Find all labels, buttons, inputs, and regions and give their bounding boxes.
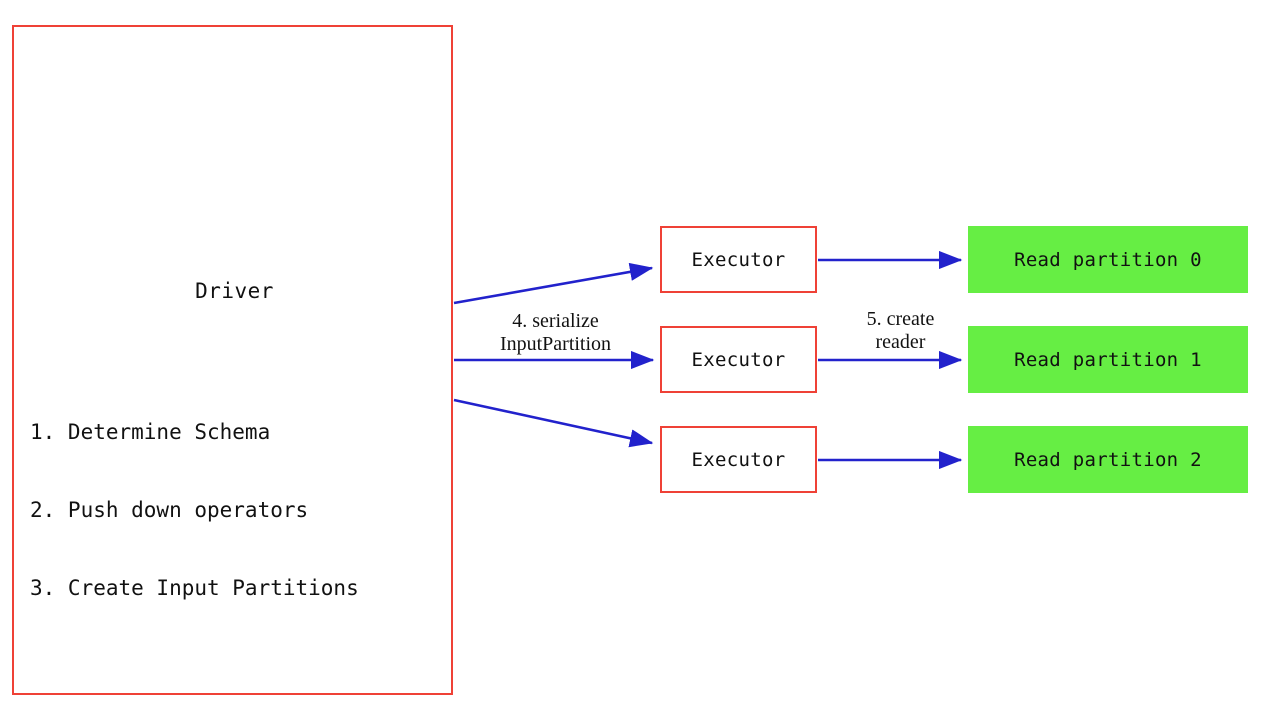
edge-label-serialize-line-1: 4. serialize [512,310,599,332]
read-partition-label-0: Read partition 0 [1014,248,1202,271]
driver-step-1: 1. Determine Schema [30,420,271,444]
arrow-driver-to-executor-1 [453,262,654,305]
driver-step-3: 3. Create Input Partitions [30,576,359,600]
edge-label-serialize-line-2: InputPartition [499,333,612,355]
arrow-driver-to-executor-3 [453,398,654,448]
edge-label-create-reader-line-1: 5. create [866,308,935,330]
read-partition-box-1: Read partition 1 [968,326,1248,393]
read-partition-box-0: Read partition 0 [968,226,1248,293]
driver-steps-list: 1. Determine Schema 2. Push down operato… [30,367,450,653]
driver-step-2: 2. Push down operators [30,498,309,522]
read-partition-box-2: Read partition 2 [968,426,1248,493]
executor-box-1: Executor [660,226,817,293]
read-partition-label-2: Read partition 2 [1014,448,1202,471]
executor-box-2: Executor [660,326,817,393]
driver-box: Driver 1. Determine Schema 2. Push down … [12,25,453,695]
driver-title: Driver [195,279,274,303]
edge-label-create-reader-line-2: reader [875,331,926,353]
executor-label-2: Executor [691,348,786,371]
executor-label-3: Executor [691,448,786,471]
executor-box-3: Executor [660,426,817,493]
edge-label-serialize-input-partition: 4. serialize InputPartition [468,310,643,356]
executor-label-1: Executor [691,248,786,271]
edge-label-create-reader: 5. create reader [828,308,973,354]
read-partition-label-1: Read partition 1 [1014,348,1202,371]
